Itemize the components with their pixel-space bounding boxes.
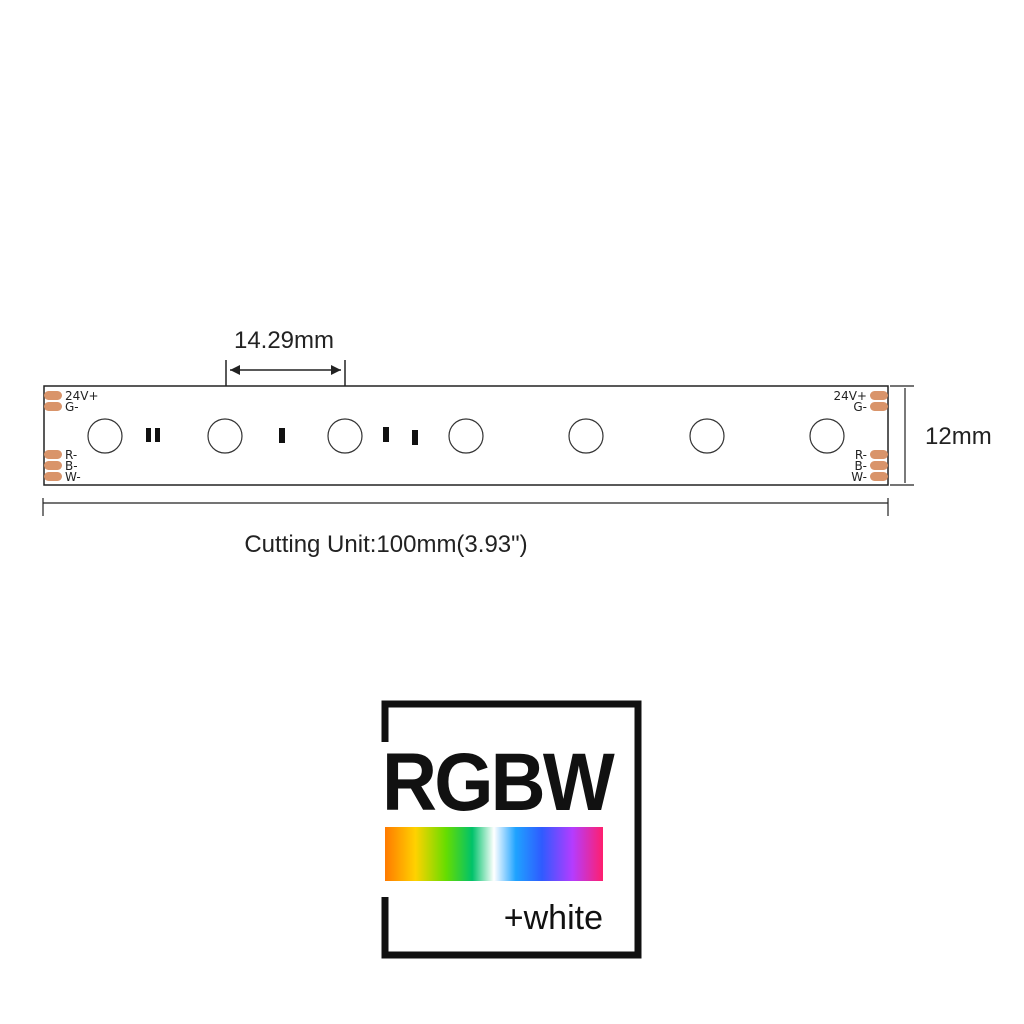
pad-left-r bbox=[44, 450, 62, 459]
pad-label-right-r: R- bbox=[855, 448, 867, 462]
pitch-arrowhead-left bbox=[230, 365, 240, 375]
pad-label-right-g: G- bbox=[853, 400, 867, 414]
rgbw-logo: RGBW +white bbox=[381, 700, 642, 959]
resistors bbox=[146, 427, 418, 445]
pad-right-b bbox=[870, 461, 888, 470]
resistor bbox=[383, 427, 389, 442]
led-strip: 24V+ G- R- B- W- 24V+ G- R- B- W- bbox=[43, 385, 889, 486]
led-chip bbox=[207, 418, 243, 454]
pad-right-24v bbox=[870, 391, 888, 400]
pad-label-right-w: W- bbox=[851, 470, 867, 484]
pad-label-right-24v: 24V+ bbox=[833, 389, 867, 403]
pad-label-left-w: W- bbox=[65, 470, 81, 484]
width-dimension: 12mm bbox=[890, 385, 992, 486]
pad-label-right-b: B- bbox=[854, 459, 867, 473]
cutting-unit-dimension: Cutting Unit:100mm(3.93") bbox=[42, 498, 889, 558]
resistor bbox=[279, 428, 285, 443]
pad-left-24v bbox=[44, 391, 62, 400]
logo-title: RGBW bbox=[382, 737, 615, 828]
pad-right-r bbox=[870, 450, 888, 459]
led-chip bbox=[448, 418, 484, 454]
logo-subtitle: +white bbox=[504, 899, 603, 937]
cutting-unit-label: Cutting Unit:100mm(3.93") bbox=[244, 531, 527, 558]
led-chip bbox=[327, 418, 363, 454]
pad-label-left-g: G- bbox=[65, 400, 79, 414]
logo-frame bbox=[381, 700, 642, 959]
led-chips bbox=[87, 418, 845, 454]
resistor bbox=[412, 430, 418, 445]
pitch-arrowhead-right bbox=[331, 365, 341, 375]
pad-left-g bbox=[44, 402, 62, 411]
pad-right-g bbox=[870, 402, 888, 411]
pitch-label: 14.29mm bbox=[234, 327, 334, 354]
pad-label-left-r: R- bbox=[65, 448, 77, 462]
width-label: 12mm bbox=[925, 423, 992, 450]
right-pads: 24V+ G- R- B- W- bbox=[833, 389, 888, 484]
resistor bbox=[155, 428, 160, 442]
led-chip bbox=[809, 418, 845, 454]
resistor bbox=[146, 428, 151, 442]
pitch-dimension: 14.29mm bbox=[225, 327, 346, 408]
pad-label-left-b: B- bbox=[65, 459, 78, 473]
led-chip bbox=[87, 418, 123, 454]
pad-left-b bbox=[44, 461, 62, 470]
led-chip bbox=[568, 418, 604, 454]
pad-right-w bbox=[870, 472, 888, 481]
pad-label-left-24v: 24V+ bbox=[65, 389, 99, 403]
left-pads: 24V+ G- R- B- W- bbox=[44, 389, 99, 484]
logo-rainbow-bar bbox=[385, 827, 603, 881]
pad-left-w bbox=[44, 472, 62, 481]
led-chip bbox=[689, 418, 725, 454]
